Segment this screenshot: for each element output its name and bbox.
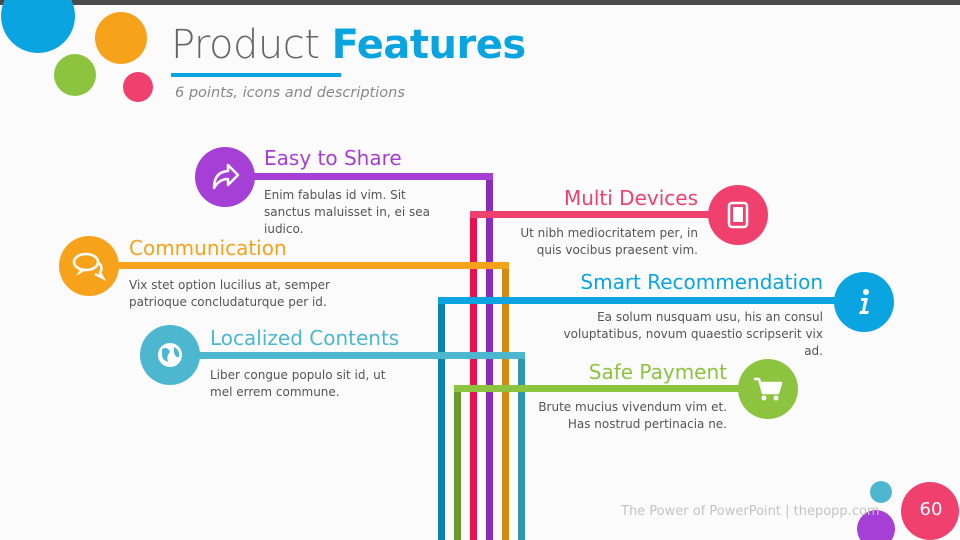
feature-title-easy-share: Easy to Share [264, 146, 402, 170]
title-underline [171, 73, 341, 77]
subtitle: 6 points, icons and descriptions [175, 85, 405, 101]
feature-title-multi-devices: Multi Devices [563, 186, 698, 210]
decor-circle-pink [123, 72, 153, 102]
decor-circle-green [54, 54, 96, 96]
feature-desc-smart-recommendation: Ea solum nusquam usu, his an consul volu… [563, 310, 823, 358]
line-easy-share [225, 173, 493, 180]
line-vertical-smart [438, 300, 445, 540]
decor-circle-lightblue [870, 481, 892, 503]
top-bar [0, 0, 960, 5]
line-vertical-green [454, 388, 461, 540]
line-smart-rec [438, 297, 864, 304]
feature-desc-localized-contents: Liber congue populo sit id, ut mel errem… [210, 368, 386, 399]
line-vertical-orange [502, 265, 509, 540]
feature-title-safe-payment: Safe Payment [588, 360, 727, 384]
line-vertical-localized [518, 355, 525, 540]
title-bold: Features [331, 22, 527, 68]
line-safe-payment [454, 385, 768, 392]
page-number-circle [901, 482, 959, 540]
feature-title-smart-recommendation: Smart Recommendation [580, 270, 823, 294]
feature-desc-communication: Vix stet option lucilius at, semper patr… [129, 278, 330, 309]
title-light: Product [171, 22, 320, 68]
share-icon [195, 147, 255, 207]
feature-desc-easy-share: Enim fabulas id vim. Sit sanctus maluiss… [264, 188, 430, 236]
line-localized [170, 352, 525, 359]
page-title: Product Features [171, 22, 526, 68]
decor-circle-blue [1, 0, 75, 53]
decor-circle-orange [95, 12, 147, 64]
chat-icon [59, 236, 119, 296]
decor-circle-purple [857, 510, 895, 540]
feature-title-localized-contents: Localized Contents [210, 326, 400, 350]
tablet-icon [708, 185, 768, 245]
cart-icon [738, 359, 798, 419]
line-vertical-pink [470, 214, 477, 540]
page-number: 60 [919, 499, 943, 520]
feature-title-communication: Communication [129, 236, 287, 260]
info-icon [834, 272, 894, 332]
line-multi-devices [470, 211, 738, 218]
feature-desc-multi-devices: Ut nibh mediocritatem per, in quis vocib… [520, 226, 698, 257]
footer-text: The Power of PowerPoint | thepopp.com [621, 504, 880, 519]
feature-desc-safe-payment: Brute mucius vivendum vim et. Has nostru… [538, 400, 727, 431]
line-communication [89, 262, 509, 269]
globe-icon [140, 325, 200, 385]
